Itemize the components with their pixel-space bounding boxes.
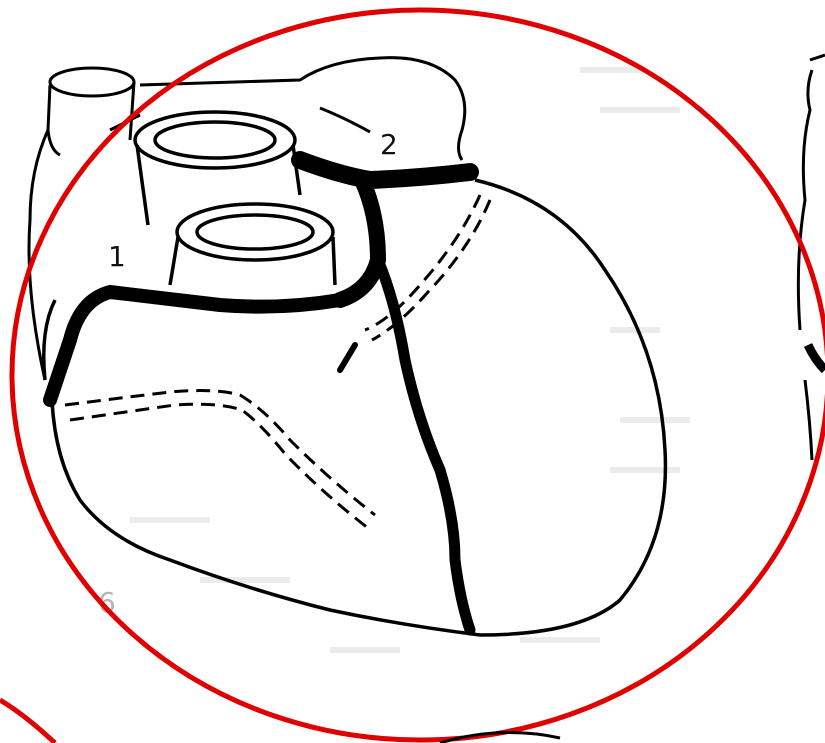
heart-outline [44, 180, 666, 635]
lower-vessel [170, 204, 335, 285]
highlight-circle-partial [0, 700, 55, 743]
atrium-outline [110, 58, 465, 160]
small-branch-stub [340, 345, 355, 370]
label-2: 2 [380, 128, 398, 161]
label-1: 1 [108, 240, 126, 273]
coronary-vessels [50, 160, 470, 630]
bottom-structure-partial [440, 733, 560, 743]
dashed-vessels [65, 195, 490, 528]
right-partial-structure [798, 55, 825, 460]
label-2-leader [320, 108, 370, 132]
